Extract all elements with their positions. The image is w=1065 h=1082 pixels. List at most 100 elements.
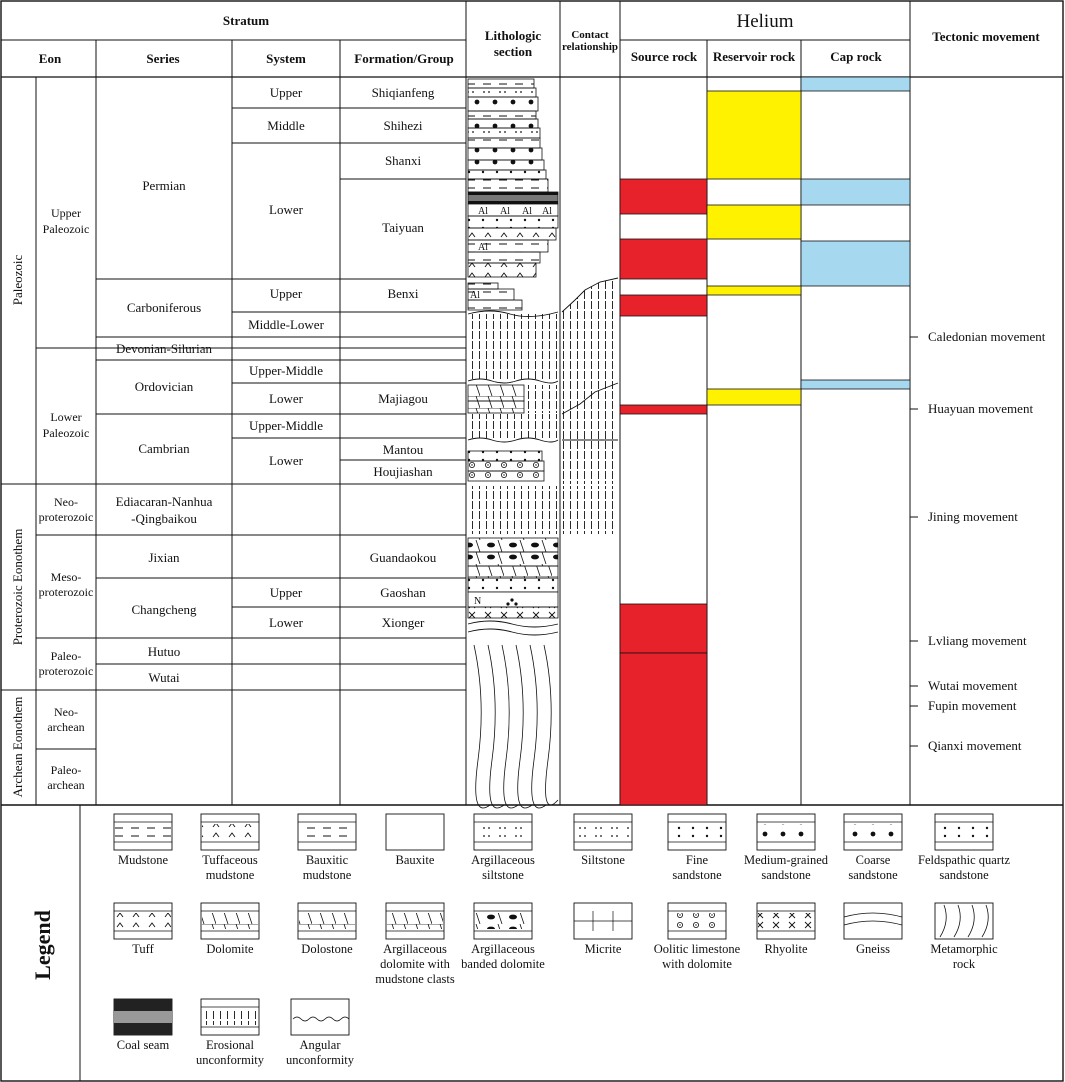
- bauxite-symbol: Al: [478, 206, 488, 217]
- system-header: System: [266, 51, 306, 66]
- contact-header-2: relationship: [562, 41, 618, 53]
- series-header: Series: [146, 51, 179, 66]
- legend-item: Dolomite: [200, 902, 260, 956]
- system-lower-changcheng: Lower: [269, 615, 304, 630]
- formation-shihezi: Shihezi: [384, 118, 423, 133]
- coal-seam-top: [468, 192, 558, 195]
- system-upper-middle-ordovician: Upper-Middle: [249, 363, 323, 378]
- reservoir-rock-header: Reservoir rock: [713, 49, 796, 64]
- gneiss-layer: [467, 620, 559, 636]
- series-changcheng: Changcheng: [132, 602, 197, 617]
- feldspathic-symbol: N: [474, 596, 481, 607]
- tectonic-jining: Jining movement: [928, 509, 1018, 524]
- tectonic-movements: Caledonian movement Huayuan movement Jin…: [910, 329, 1046, 753]
- sub-eon-neoarchean-2: archean: [47, 720, 84, 734]
- legend-label: unconformity: [196, 1053, 265, 1067]
- angular-unconformity-line: [467, 378, 559, 384]
- litho-layer: [467, 227, 557, 241]
- legend-label: Oolitic limestone: [654, 942, 741, 956]
- legend-label: Tuff: [132, 942, 154, 956]
- litho-layer: [467, 565, 559, 579]
- bauxite-symbol: Al: [542, 206, 552, 217]
- legend-label: siltstone: [482, 868, 524, 882]
- legend-label: Micrite: [585, 942, 622, 956]
- legend-label: sandstone: [672, 868, 722, 882]
- legend-label: unconformity: [286, 1053, 355, 1067]
- system-middle-lower-carboniferous: Middle-Lower: [248, 317, 324, 332]
- sub-eon-mesoproterozoic-1: Meso-: [51, 570, 82, 584]
- tectonic-lvliang: Lvliang movement: [928, 633, 1027, 648]
- system-lower-ordovician: Lower: [269, 391, 304, 406]
- legend-label: with dolomite: [662, 957, 732, 971]
- erosional-hiatus: [468, 486, 558, 534]
- litho-layer: [467, 127, 541, 139]
- legend-label: Dolostone: [301, 942, 353, 956]
- litho-layer: [467, 87, 537, 98]
- litho-layer: [467, 450, 543, 462]
- litho-layer: [467, 282, 499, 290]
- formation-mantou: Mantou: [383, 442, 424, 457]
- litho-layer: [467, 159, 545, 171]
- litho-layer: [467, 400, 525, 414]
- source-rock-interval: [619, 294, 708, 317]
- era-labels: Paleozoic Proterozoic Eonothem Archean E…: [10, 255, 25, 798]
- formation-xionger: Xionger: [382, 615, 425, 630]
- erosional-hiatus: [468, 314, 558, 380]
- lithologic-header-2: section: [494, 44, 533, 59]
- sub-eon-lower-paleozoic-2: Paleozoic: [43, 426, 90, 440]
- legend-label: Bauxitic: [306, 853, 349, 867]
- helium-header: Helium: [737, 11, 794, 32]
- legend-label: mudstone clasts: [375, 972, 455, 986]
- formation-majiagou: Majiagou: [378, 391, 428, 406]
- helium-system-bars: [619, 76, 911, 806]
- legend-label: Metamorphic: [930, 942, 998, 956]
- legend-label: Gneiss: [856, 942, 890, 956]
- legend-swatch: [290, 998, 350, 1036]
- series-devonian-silurian: Devonian-Silurian: [116, 341, 213, 356]
- system-labels: Upper Middle Lower Upper Middle-Lower Up…: [248, 85, 324, 630]
- cap-rock-interval: [800, 76, 911, 92]
- litho-layer: [467, 96, 539, 112]
- litho-layer: [467, 147, 543, 161]
- system-upper-permian: Upper: [270, 85, 303, 100]
- legend-label: Bauxite: [396, 853, 435, 867]
- litho-layer: [467, 606, 559, 619]
- legend-label: Siltstone: [581, 853, 625, 867]
- litho-layer: [467, 110, 537, 120]
- legend-label: banded dolomite: [461, 957, 545, 971]
- sub-eon-paleoproterozoic-1: Paleo-: [51, 649, 82, 663]
- litho-layer: [467, 215, 559, 229]
- legend-item: Siltstone: [573, 813, 633, 867]
- erosional-unconformity-mark: [562, 486, 618, 534]
- era-paleozoic: Paleozoic: [10, 255, 25, 306]
- lithologic-section: Al Al Al Al Al Al: [467, 78, 559, 809]
- legend-label: sandstone: [939, 868, 989, 882]
- coal-seam-bottom: [468, 201, 558, 204]
- tectonic-qianxi: Qianxi movement: [928, 738, 1022, 753]
- sub-eon-neoarchean-1: Neo-: [54, 705, 78, 719]
- formation-header: Formation/Group: [354, 51, 453, 66]
- angular-unconformity-line: [467, 437, 559, 443]
- legend-label: Mudstone: [118, 853, 168, 867]
- legend-swatch: [385, 813, 445, 851]
- bauxite-symbol: Al: [478, 242, 488, 253]
- system-lower-cambrian: Lower: [269, 453, 304, 468]
- litho-layer: [467, 178, 549, 193]
- era-archean: Archean Eonothem: [10, 697, 25, 798]
- litho-layer: [467, 251, 541, 264]
- legend-item: Mudstone: [113, 813, 173, 867]
- series-labels: Permian Carboniferous Devonian-Silurian …: [116, 178, 213, 685]
- eon-header: Eon: [39, 51, 62, 66]
- header: Stratum Eon Series System Formation/Grou…: [1, 11, 1063, 78]
- reservoir-rock-interval: [706, 204, 802, 240]
- legend-label: Argillaceous: [471, 853, 535, 867]
- legend-item: Tuff: [113, 902, 173, 956]
- tectonic-caledonian: Caledonian movement: [928, 329, 1046, 344]
